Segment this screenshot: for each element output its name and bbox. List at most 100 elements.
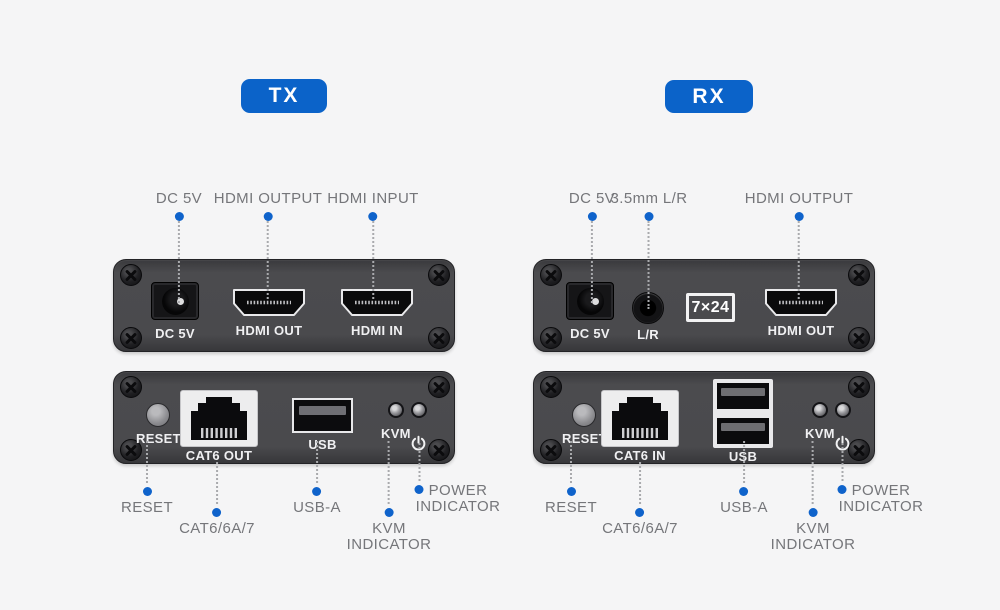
screw-icon [540, 439, 562, 461]
rx-front-panel: DC 5V L/R 7×24 HDMI OUT [533, 259, 875, 352]
callout-dot [794, 212, 804, 221]
callout-label: HDMI INPUT [327, 190, 419, 207]
callout-dot [368, 212, 378, 221]
port-label: KVM [805, 426, 835, 441]
callout-dot [414, 485, 424, 494]
tx-badge: TX [241, 79, 327, 113]
usb-port-icon [717, 383, 769, 409]
leader-line [418, 443, 420, 481]
rj45-cutout-icon [191, 397, 247, 440]
port-label: DC 5V [155, 326, 195, 341]
screw-icon [428, 376, 450, 398]
port-label: HDMI OUT [767, 323, 835, 338]
hdmi-out-group: HDMI OUT [765, 289, 837, 338]
callout-label: RESET [544, 499, 598, 516]
port-label: USB [308, 437, 337, 452]
screw-icon [540, 327, 562, 349]
callout-rx-kvm-indicator: KVM INDICATOR [771, 441, 856, 553]
rj45-group: CAT6 OUT [180, 390, 258, 463]
dual-usb-group: USB [713, 379, 773, 464]
callout-dot [644, 212, 654, 221]
hdmi-in-group: HDMI IN [341, 289, 413, 338]
reset-group: RESET [562, 403, 607, 446]
leader-line [145, 441, 148, 483]
dual-usb-port-icon [713, 379, 773, 448]
callout-dot [263, 212, 273, 221]
callout-rx-power-indicator [837, 443, 847, 498]
usb-port-icon [292, 398, 353, 433]
power-led-icon [834, 402, 851, 418]
screw-icon [120, 439, 142, 461]
port-label: USB [728, 449, 758, 464]
reset-button [146, 403, 171, 427]
dc-port-group: DC 5V [566, 282, 614, 341]
callout-label: KVM [372, 520, 406, 537]
callout-label: INDICATOR [346, 536, 432, 553]
rj45-cutout-icon [612, 397, 668, 440]
callout-label: DC 5V [568, 190, 616, 207]
leader-line [841, 443, 843, 481]
port-label: KVM [381, 426, 411, 441]
callout-dot [312, 487, 322, 496]
port-label: CAT6 IN [614, 448, 666, 463]
leader-line [569, 441, 572, 483]
callout-dot [635, 508, 645, 517]
callout-tx-kvm-indicator: KVM INDICATOR [347, 441, 432, 553]
callout-tx-dc5v: DC 5V [156, 191, 202, 303]
callout-label: 3.5mm L/R [610, 190, 688, 207]
callout-tx-reset: RESET [121, 441, 173, 516]
callout-dot [212, 508, 222, 517]
screw-icon [848, 264, 870, 286]
callout-rx-audio: 3.5mm L/R [611, 191, 688, 309]
dc-port-group: DC 5V [151, 282, 199, 341]
usb-port-icon [717, 418, 769, 444]
callout-tx-hdmi-input: HDMI INPUT [327, 191, 419, 299]
callout-label: POWER [851, 482, 911, 499]
screw-icon [848, 376, 870, 398]
rx-badge: RX [665, 80, 753, 113]
leader-line [647, 221, 650, 309]
port-label: L/R [637, 327, 659, 342]
rj45-port-icon [180, 390, 258, 447]
callout-dot [587, 212, 597, 221]
leader-line [316, 441, 318, 483]
dc-jack-icon [566, 282, 614, 320]
screw-icon [848, 439, 870, 461]
callout-label: INDICATOR [838, 498, 924, 515]
screw-icon [848, 327, 870, 349]
callout-label: INDICATOR [415, 498, 501, 515]
screw-icon [428, 327, 450, 349]
rj45-port-icon [601, 390, 679, 447]
callout-dot [808, 508, 818, 517]
rx-rear-panel: RESET CAT6 IN USB [533, 371, 875, 464]
callout-rx-hdmi-output: HDMI OUTPUT [745, 191, 854, 299]
leader-line [591, 221, 593, 303]
leader-line [215, 462, 218, 504]
callout-tx-power-indicator [414, 443, 424, 498]
rj45-group: CAT6 IN [601, 390, 679, 463]
callout-label: USB-A [293, 499, 341, 516]
callout-label: KVM [796, 520, 830, 537]
screw-icon [540, 264, 562, 286]
callout-label: CAT6/6A/7 [602, 520, 678, 537]
callout-label: POWER [428, 482, 488, 499]
usb-group: USB [292, 398, 353, 452]
callout-dot [384, 508, 394, 517]
port-label: HDMI OUT [235, 323, 303, 338]
screw-icon [540, 376, 562, 398]
power-led-icon [410, 402, 427, 418]
callout-label: CAT6/6A/7 [179, 520, 255, 537]
kvm-led-icon [387, 402, 404, 418]
hdmi-port-icon [341, 289, 413, 316]
port-label: DC 5V [570, 326, 610, 341]
power-led-group [834, 402, 851, 452]
leader-line [798, 221, 800, 299]
leader-line [638, 462, 641, 504]
callout-dot [142, 487, 152, 496]
screw-icon [428, 439, 450, 461]
leader-line [812, 441, 814, 504]
callout-dot [739, 487, 749, 496]
port-label: RESET [562, 431, 607, 446]
callout-rx-usba: USB-A [720, 441, 768, 516]
